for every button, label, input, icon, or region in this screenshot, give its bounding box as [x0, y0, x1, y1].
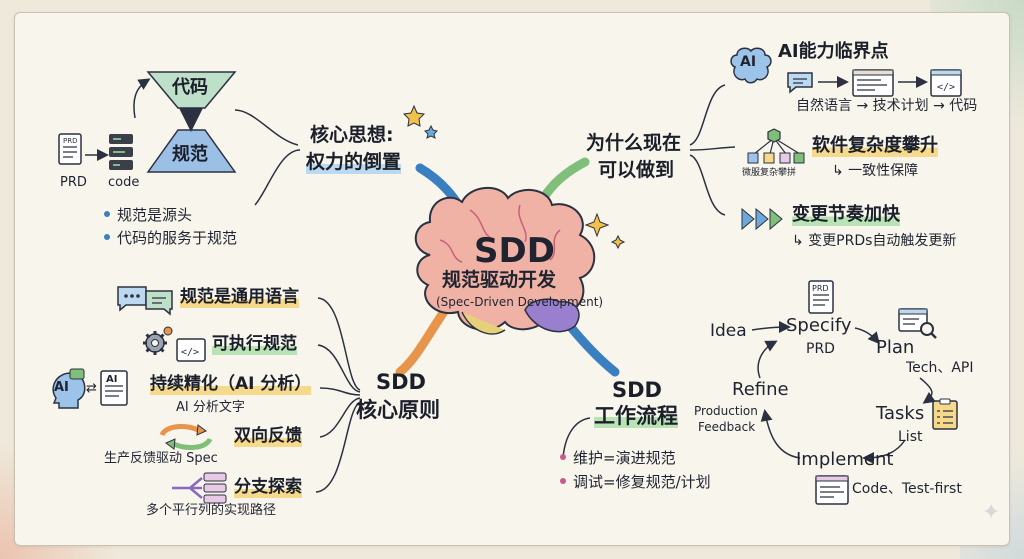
- center-english: (Spec-Driven Development): [436, 295, 604, 309]
- why-now-title-1: 为什么现在: [586, 132, 682, 154]
- principle-1: 规范是通用语言: [180, 287, 299, 308]
- brain-illustration: [414, 186, 596, 335]
- svg-text:</>: </>: [181, 347, 199, 358]
- code-window-icon: </>: [930, 69, 962, 97]
- why-item-1-sub: 自然语言 → 技术计划 → 代码: [796, 98, 978, 114]
- principle-3-sub: AI 分析文字: [176, 400, 245, 415]
- why-item-1-title: AI能力临界点: [778, 41, 889, 62]
- svg-text:</>: </>: [937, 82, 955, 93]
- plan-window-icon: [852, 69, 894, 97]
- sparkle-small: [610, 234, 626, 250]
- center-title: SDD: [474, 231, 555, 271]
- star-gold: [402, 104, 426, 127]
- step-tasks: Tasks: [876, 403, 925, 424]
- core-idea-title-2: 权力的倒置: [306, 151, 402, 174]
- step-tasks-sub: List: [898, 429, 923, 445]
- star-blue: [424, 124, 438, 139]
- branch-principles: [395, 305, 450, 377]
- specify-doc-icon: [808, 280, 834, 314]
- principle-2: 可执行规范: [212, 334, 297, 355]
- step-specify: Specify: [786, 315, 852, 336]
- why-item-2-title: 软件复杂度攀升: [812, 135, 938, 157]
- why-item-3-sub: ↳ 变更PRDs自动触发更新: [792, 233, 957, 249]
- corner-sparkle-icon: ✦: [982, 500, 1001, 525]
- workflow-title-1: SDD: [612, 378, 662, 402]
- feedback-line-1: Production: [694, 404, 758, 418]
- step-idea: Idea: [710, 321, 747, 341]
- principle-5-sub: 多个平行列的实现路径: [146, 503, 277, 518]
- step-implement-sub: Code、Test-first: [852, 481, 962, 497]
- step-plan: Plan: [876, 337, 915, 358]
- funnel-bottom-label: 规范: [172, 144, 208, 165]
- feedback-cycle-icon: [159, 424, 213, 450]
- principles-title-2: 核心原则: [356, 398, 440, 422]
- feedback-line-2: Feedback: [698, 420, 756, 434]
- why-item-3-title: 变更节奏加快: [792, 204, 900, 226]
- ai-head-icon: [52, 368, 86, 409]
- gear-icon: [143, 326, 173, 355]
- funnel-top: [146, 71, 237, 109]
- speech-bubble-icon: [787, 72, 813, 94]
- specify-doc-label: PRD: [812, 284, 829, 293]
- plan-search-icon: [898, 308, 937, 339]
- center-subtitle: 规范驱动开发: [442, 269, 557, 291]
- step-implement: Implement: [796, 449, 894, 470]
- ai-badge: AI: [740, 54, 757, 70]
- core-idea-title-1: 核心思想:: [310, 124, 394, 146]
- why-now-title-2: 可以做到: [598, 159, 675, 181]
- microservice-graph-icon: [747, 128, 805, 164]
- ai-brain-icon: [730, 47, 772, 84]
- workflow-bullet-1: 维护=演进规范: [560, 449, 676, 467]
- step-plan-sub: Tech、API: [906, 360, 974, 376]
- principle-5: 分支探索: [234, 477, 302, 498]
- principles-title-1: SDD: [376, 370, 426, 394]
- implement-code-icon: [815, 475, 849, 505]
- ai-head-badge: AI: [54, 380, 69, 395]
- svg-text:PRD: PRD: [63, 137, 77, 145]
- core-bullet-1: 规范是源头: [104, 206, 192, 224]
- funnel-top-label: 代码: [172, 77, 208, 98]
- code-stack-icon: [109, 134, 133, 170]
- principle-4: 双向反馈: [234, 426, 302, 447]
- principle-4-sub: 生产反馈驱动 Spec: [104, 451, 218, 466]
- ai-head-arrows: ⇄: [86, 381, 97, 396]
- workflow-bullet-2: 调试=修复规范/计划: [560, 473, 711, 491]
- prd-label: PRD: [60, 175, 87, 190]
- prd-doc-icon: PRD: [58, 133, 82, 165]
- step-refine: Refine: [732, 379, 789, 400]
- branch-icon: [172, 472, 227, 504]
- step-specify-sub: PRD: [806, 341, 835, 357]
- principle-3: 持续精化（AI 分析）: [150, 374, 312, 395]
- checklist-icon: [932, 398, 958, 430]
- microservice-caption: 微服复杂攀拼: [742, 168, 797, 178]
- why-item-2-sub: ↳ 一致性保障: [832, 163, 919, 179]
- fast-forward-icon: [741, 207, 783, 231]
- workflow-title-2: 工作流程: [594, 404, 678, 429]
- chat-bubbles-icon: [117, 286, 173, 316]
- sparkle: [584, 212, 610, 238]
- core-bullet-2: 代码的服务于规范: [104, 229, 237, 247]
- code-label: code: [108, 175, 140, 190]
- ai-doc-badge: AI: [106, 374, 118, 385]
- ai-document-icon: [100, 370, 128, 406]
- code-editor-icon: </>: [176, 338, 206, 362]
